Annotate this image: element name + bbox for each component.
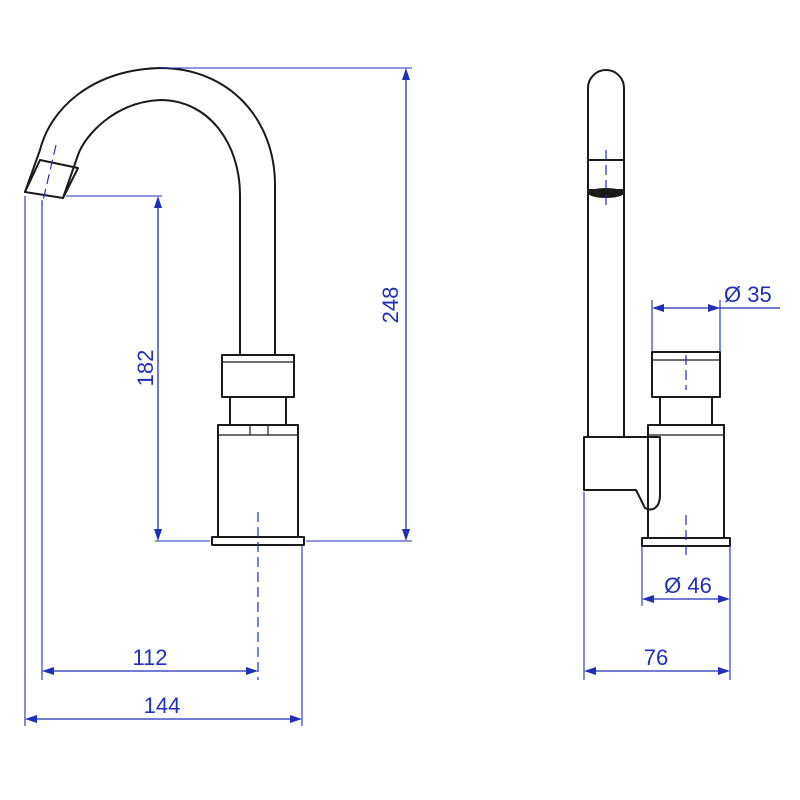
aerator-centerline: [41, 144, 57, 206]
front-dimensions: 248 182 112 144: [24, 67, 412, 726]
neck: [229, 396, 287, 426]
dim-label-182: 182: [133, 350, 158, 387]
aerator-tip: [24, 159, 79, 199]
arrow-248-top: [402, 68, 410, 80]
arrow-76-left: [584, 667, 596, 675]
arrow-d35-left: [652, 304, 664, 312]
arrow-182-bottom: [154, 529, 162, 541]
dim-label-d46: Ø 46: [664, 573, 712, 598]
dim-label-112: 112: [132, 645, 167, 670]
arrow-76-right: [718, 667, 730, 675]
arrow-112-right: [246, 667, 258, 675]
front-view: [24, 67, 305, 680]
arrow-248-bottom: [402, 529, 410, 541]
dim-label-144: 144: [144, 693, 181, 718]
arrow-d46-left: [642, 595, 654, 603]
arrow-182-top: [154, 196, 162, 208]
spout-outer-curve: [24, 67, 276, 356]
side-dimensions: Ø 35 Ø 46 76: [583, 282, 780, 680]
arrow-112-left: [42, 667, 54, 675]
dim-label-d35: Ø 35: [724, 282, 772, 307]
arrow-d35-right: [708, 304, 720, 312]
side-view: [583, 69, 731, 560]
arrow-d46-right: [718, 595, 730, 603]
upper-collar: [221, 354, 295, 398]
spout-inner-curve: [62, 99, 241, 356]
side-neck: [659, 396, 713, 426]
dim-label-76: 76: [644, 645, 668, 670]
side-spout: [587, 69, 625, 438]
side-aerator-opening: [588, 188, 624, 198]
dim-label-248: 248: [378, 287, 403, 324]
arrow-144-left: [25, 715, 37, 723]
side-spout-arm: [583, 436, 661, 511]
arrow-144-right: [290, 715, 302, 723]
